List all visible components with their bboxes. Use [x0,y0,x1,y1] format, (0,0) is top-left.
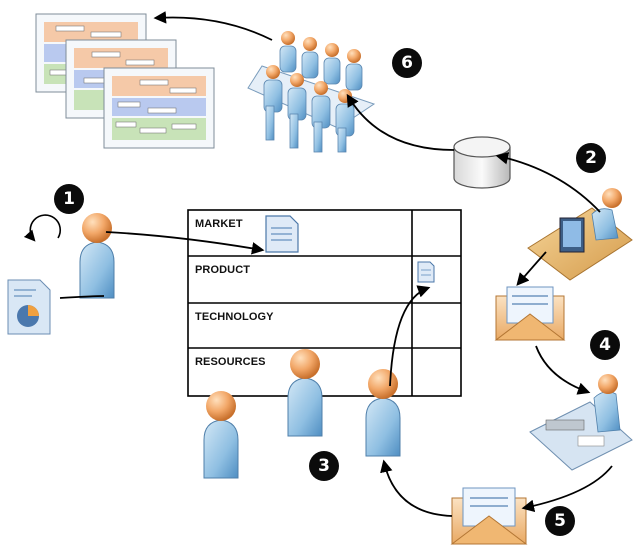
stakeholder-person-icon [79,213,115,299]
team-member-icon [365,369,401,457]
lane-label-resources: RESOURCES [195,356,266,368]
step-marker-3: 3 [309,451,339,481]
team-member-icon [287,349,323,437]
envelope-icon [494,286,566,341]
report-document-icon [7,279,51,335]
refresh-cycle-icon [23,214,62,242]
database-icon [453,136,511,189]
step-marker-6: 6 [392,48,422,78]
step-marker-1: 1 [54,184,84,214]
product-document-icon [417,261,435,283]
team-member-icon [203,391,239,479]
step-marker-5: 5 [545,506,575,536]
roadmap-grid [187,209,462,397]
envelope-icon [450,487,528,545]
market-document-icon [265,215,299,253]
reviewer-workstation-icon [529,374,633,471]
analyst-workstation-icon [527,188,633,281]
step-marker-4: 4 [590,330,620,360]
lane-label-technology: TECHNOLOGY [195,311,274,323]
flow-arrows [59,11,613,517]
lane-label-product: PRODUCT [195,264,251,276]
lane-label-market: MARKET [195,218,243,230]
step-marker-2: 2 [576,143,606,173]
meeting-group-icon [247,31,376,153]
report-stack-icon [35,13,215,149]
